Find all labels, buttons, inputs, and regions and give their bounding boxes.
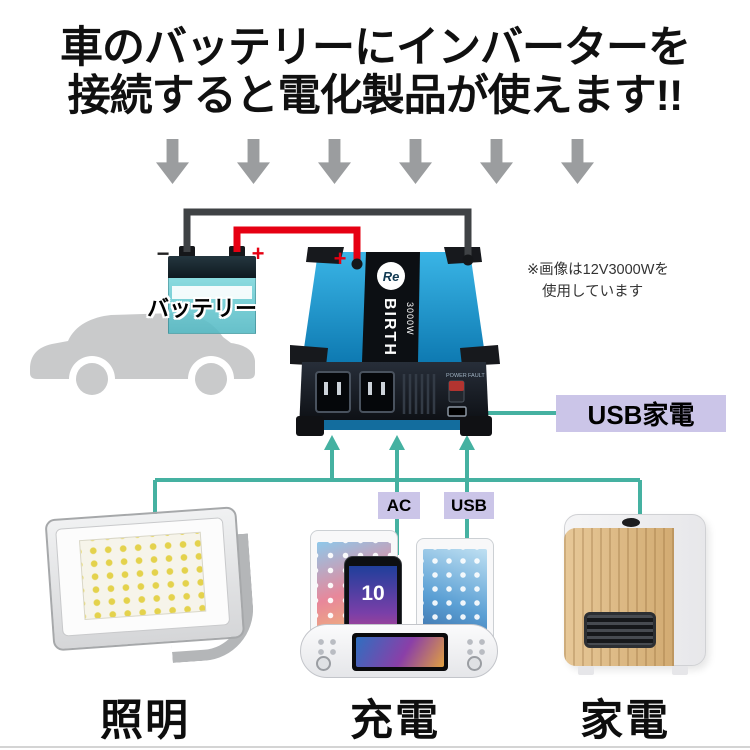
heater-foot xyxy=(672,666,688,675)
title-line1: 車のバッテリーにインバーターを xyxy=(60,24,691,72)
up-arrowheads xyxy=(324,435,475,450)
down-arrow-icon xyxy=(156,139,189,184)
inverter-foot-left xyxy=(296,416,324,436)
heater-grille xyxy=(584,612,656,648)
inverter: Re BIRTH 3000W POWER FAULT xyxy=(290,247,500,436)
heater-sensor xyxy=(622,518,640,527)
fault-label: FAULT xyxy=(468,373,485,379)
negative-terminal-nut xyxy=(462,254,474,266)
floodlight-led-panel xyxy=(78,531,207,621)
battery-label: バッテリー xyxy=(147,296,258,321)
vent-slots xyxy=(402,374,436,414)
brand-logo-re: Re xyxy=(383,269,400,284)
console-screen-content xyxy=(356,637,444,667)
outlet-slot xyxy=(368,382,372,395)
ac-outlet-2 xyxy=(359,371,395,413)
analog-stick-right xyxy=(467,656,482,671)
brand-logo-circle xyxy=(377,262,405,290)
positive-wire xyxy=(233,226,361,264)
handheld-console xyxy=(300,624,498,678)
usb-port xyxy=(447,406,467,417)
car-wheel-rear xyxy=(195,363,227,395)
up-arrow-icon xyxy=(459,435,475,450)
label-charging: 充電 xyxy=(350,697,440,745)
power-label: POWER xyxy=(446,373,467,379)
brand-logo-birth: BIRTH xyxy=(381,298,398,357)
button-cluster xyxy=(462,635,487,656)
inverter-base-strip xyxy=(299,420,489,430)
car-wheel-front xyxy=(76,363,108,395)
usb-appliance-label: USB家電 xyxy=(556,395,726,432)
down-arrow-icon xyxy=(399,139,432,184)
down-arrows-row xyxy=(156,139,594,184)
outlet-slot xyxy=(337,382,341,395)
up-arrow-icon xyxy=(324,435,340,450)
battery xyxy=(168,246,256,334)
charging-devices: 10 xyxy=(298,520,500,680)
heater-foot xyxy=(578,666,594,675)
positive-terminal-nut xyxy=(351,258,363,270)
down-arrow-icon xyxy=(318,139,351,184)
ac-tag: AC xyxy=(378,492,420,519)
page-title: 車のバッテリーにインバーターを 接続すると電化製品が使えます!! xyxy=(0,24,750,120)
plus-sign-inverter: + xyxy=(334,246,347,271)
outlet-slot xyxy=(381,382,385,395)
power-switch-red-cap xyxy=(449,381,464,391)
down-arrow-icon xyxy=(480,139,513,184)
floodlight xyxy=(44,505,267,685)
battery-lid xyxy=(168,256,256,278)
label-lighting: 照明 xyxy=(100,697,190,745)
corner-guard-br xyxy=(460,345,500,366)
corner-guard-tl xyxy=(306,247,344,264)
usb-tag: USB xyxy=(444,492,494,519)
battery-label-stripe xyxy=(172,286,252,299)
minus-sign-battery: − xyxy=(157,241,170,266)
inverter-brand-band xyxy=(362,252,420,362)
phone-screen-number: 10 xyxy=(361,582,385,605)
title-line2: 接続すると電化製品が使えます!! xyxy=(67,72,684,121)
console-screen xyxy=(352,633,448,671)
outlet-slot xyxy=(324,382,328,395)
corner-guard-bl xyxy=(290,345,328,366)
usage-note-line1: ※画像は12V3000Wを xyxy=(527,262,669,278)
negative-wire xyxy=(183,208,472,260)
up-arrow-icon xyxy=(389,435,405,450)
down-arrow-icon xyxy=(561,139,594,184)
wattage-text: 3000W xyxy=(405,302,415,336)
down-arrow-icon xyxy=(237,139,270,184)
analog-stick-left xyxy=(316,656,331,671)
dpad-cluster xyxy=(313,635,338,656)
wiring: − + + xyxy=(157,208,474,271)
plus-sign-battery: + xyxy=(252,241,265,266)
ceramic-heater xyxy=(560,510,715,682)
bottom-divider xyxy=(0,746,750,748)
usage-note-line2: 使用しています xyxy=(542,284,644,301)
usage-note: ※画像は12V3000Wを 使用しています xyxy=(527,259,669,304)
ac-outlet-1 xyxy=(315,371,351,413)
label-appliances: 家電 xyxy=(580,697,670,745)
inverter-foot-right xyxy=(460,416,492,436)
